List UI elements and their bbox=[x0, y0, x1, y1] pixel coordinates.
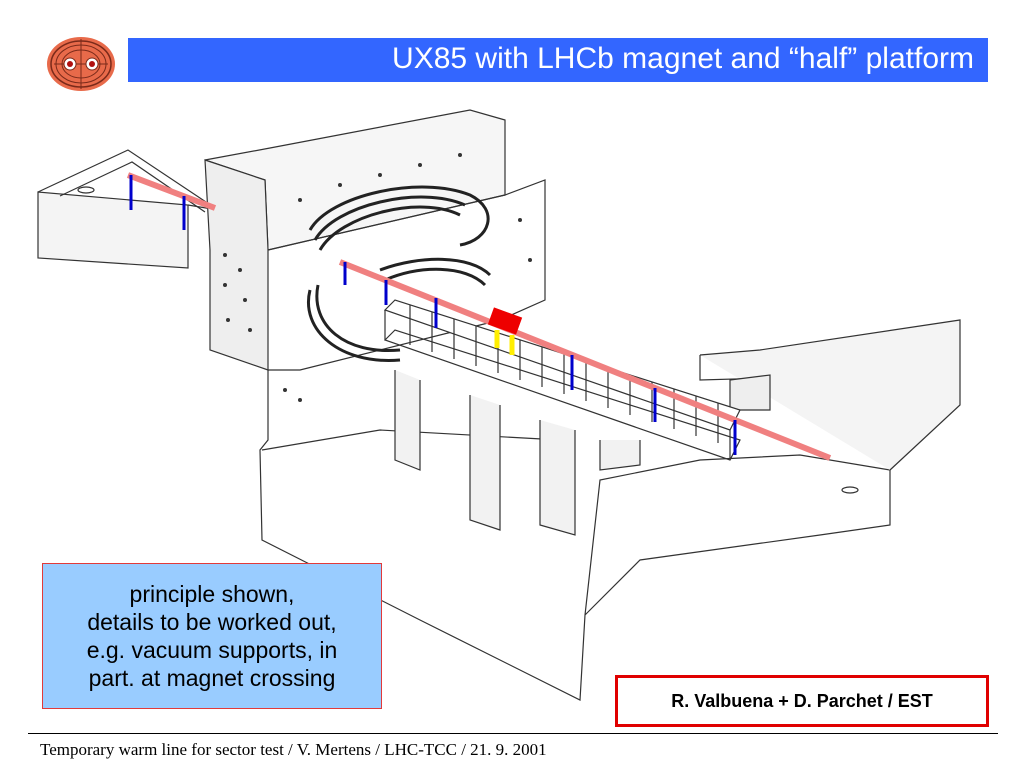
note-box: principle shown, details to be worked ou… bbox=[42, 563, 382, 709]
lhc-logo-icon bbox=[47, 37, 115, 91]
note-text: principle shown, details to be worked ou… bbox=[86, 581, 338, 691]
cavern-drawing bbox=[37, 109, 961, 701]
credit-box: R. Valbuena + D. Parchet / EST bbox=[615, 675, 989, 727]
slide-title: UX85 with LHCb magnet and “half” platfor… bbox=[392, 42, 974, 75]
credit-text: R. Valbuena + D. Parchet / EST bbox=[671, 690, 933, 711]
title-bar: UX85 with LHCb magnet and “half” platfor… bbox=[128, 38, 988, 82]
footer-divider bbox=[28, 733, 998, 734]
footer-text: Temporary warm line for sector test / V.… bbox=[40, 740, 547, 759]
